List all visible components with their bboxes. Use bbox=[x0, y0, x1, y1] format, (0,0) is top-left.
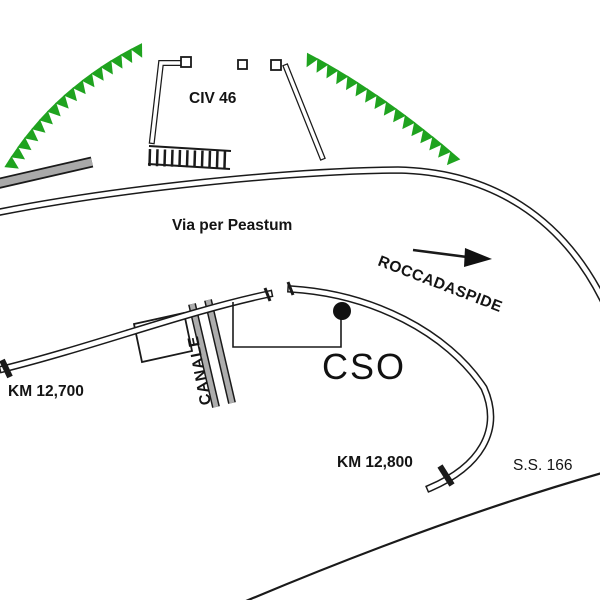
cso-connector-line bbox=[232, 302, 342, 348]
bridge-symbol bbox=[147, 145, 232, 170]
label-km-12700: KM 12,700 bbox=[8, 383, 84, 400]
gray-road-fill bbox=[0, 158, 93, 187]
bridge-rail-top bbox=[148, 145, 232, 152]
cso-location-dot-icon bbox=[333, 302, 351, 320]
upper-road-surface bbox=[0, 167, 600, 300]
bridge-rungs bbox=[148, 149, 231, 169]
gate-post-square bbox=[237, 59, 248, 70]
gray-road-segment bbox=[0, 156, 94, 189]
outer-ring-road-line bbox=[245, 472, 600, 600]
label-ss-166: S.S. 166 bbox=[513, 457, 572, 474]
canal-band-right-fill bbox=[205, 299, 235, 404]
label-civ46: CIV 46 bbox=[189, 90, 237, 107]
lower-road-right-surface bbox=[288, 286, 493, 491]
upper-road bbox=[0, 166, 600, 303]
arrow-head bbox=[464, 248, 492, 267]
label-km-12800: KM 12,800 bbox=[337, 454, 413, 471]
bridge-rail-bottom bbox=[147, 163, 231, 170]
road-gap-cap-left bbox=[263, 287, 272, 302]
direction-arrow-icon bbox=[412, 248, 492, 267]
civ46-structure bbox=[148, 56, 326, 161]
gate-post-square bbox=[270, 59, 282, 71]
road-gap-cap-right bbox=[286, 281, 295, 296]
civ46-right-wall-fill bbox=[283, 64, 325, 160]
civ46-left-wall-fill bbox=[150, 61, 189, 143]
label-via-per-peastum: Via per Peastum bbox=[172, 217, 292, 234]
label-cso: CSO bbox=[322, 346, 406, 387]
label-roccadaspide: ROCCADASPIDE bbox=[376, 253, 505, 316]
vegetation: ▲▲▲▲▲▲▲▲▲▲▲▲▲▲▲▲ ▲▲▲▲▲▲▲▲▲▲▲▲▲▲▲▲ bbox=[1, 41, 463, 178]
canal-band-left-fill bbox=[189, 303, 219, 408]
vegetation-row-left-icon: ▲▲▲▲▲▲▲▲▲▲▲▲▲▲▲▲ bbox=[1, 41, 149, 178]
lower-road-left-surface bbox=[0, 291, 272, 372]
upper-road-casing bbox=[0, 166, 600, 303]
arrow-shaft bbox=[412, 248, 468, 259]
lower-road-right bbox=[263, 281, 495, 493]
gate-post-square bbox=[180, 56, 192, 68]
canal bbox=[188, 299, 236, 408]
km-12700-tick-icon bbox=[0, 358, 13, 379]
lower-road-left bbox=[0, 289, 274, 374]
km-12800-tick-icon bbox=[437, 464, 455, 487]
